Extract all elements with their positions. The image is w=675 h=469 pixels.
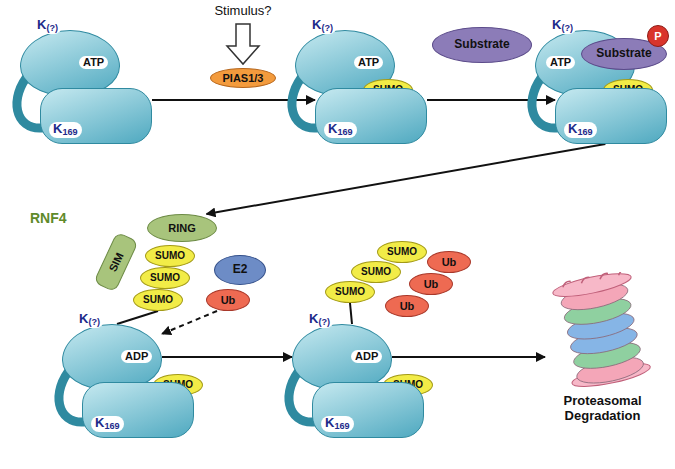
kinase-c-lobe: K169 [82, 382, 194, 438]
protein-name: Substrate [596, 47, 651, 61]
protein-oval: SUMO [145, 245, 195, 267]
lysine-label: K169 [324, 122, 357, 138]
lysine-label: K169 [49, 122, 82, 138]
outcome-label: Proteasomal Degradation [545, 394, 660, 424]
phospho-circle: P [647, 25, 669, 47]
lysine-label: K169 [564, 122, 597, 138]
proteasome-cap [551, 272, 633, 301]
protein-oval: PIAS1/3 [210, 68, 276, 88]
process-arrow [350, 303, 352, 324]
process-arrow [207, 144, 606, 214]
sim-domain: SIM [93, 232, 138, 293]
protein-name: SUMO [387, 246, 417, 258]
lysine-label: K169 [91, 416, 124, 432]
protein-name: SUMO [335, 286, 365, 298]
protein-oval: SUMO [133, 289, 183, 311]
dashed-arrow [162, 311, 217, 334]
protein-oval: SUMO [325, 281, 375, 303]
protein-oval: Substrate [432, 27, 532, 63]
proteasome: Proteasomal Degradation [545, 272, 660, 424]
protein-oval: Ub [385, 295, 429, 317]
protein-name: Ub [400, 300, 415, 313]
protein-name: P [654, 30, 661, 43]
nucleotide-label: ADP [351, 350, 382, 363]
proteasome-tendril [580, 277, 590, 283]
protein-oval: SUMO [140, 267, 190, 289]
protein-oval: SUMO [377, 241, 427, 263]
protein-name: SUMO [143, 294, 173, 306]
kinase-c-lobe: K169 [312, 382, 424, 438]
kinase-n-lobe: K(?)ATP [20, 30, 120, 96]
complex-label: RNF4 [30, 210, 67, 226]
kinase-linkers [17, 73, 557, 422]
kinase-c-lobe: K169 [555, 88, 667, 144]
lysine-label: K(?) [548, 18, 577, 34]
protein-name: Ub [424, 278, 439, 291]
lysine-label: K(?) [308, 18, 337, 34]
lysine-label: K169 [321, 416, 354, 432]
protein-oval: Ub [206, 289, 250, 311]
protein-name: PIAS1/3 [223, 72, 264, 85]
lysine-label: K(?) [75, 312, 104, 328]
nucleotide-label: ATP [354, 56, 383, 69]
nucleotide-label: ATP [546, 56, 575, 69]
proteasome-drawing [545, 272, 660, 390]
protein-name: SUMO [361, 266, 391, 278]
stimulus-arrow [227, 24, 259, 64]
proteasome-tendril [599, 273, 609, 279]
protein-name: RING [168, 222, 196, 235]
protein-oval: Ub [427, 251, 471, 273]
process-arrow [162, 356, 292, 358]
lysine-label: K(?) [305, 312, 334, 328]
kinase-c-lobe: K169 [315, 88, 427, 144]
kinase-c-lobe: K169 [40, 88, 152, 144]
protein-name: E2 [233, 263, 248, 277]
lysine-label: K(?) [33, 18, 62, 34]
kinase-n-lobe: K(?)ADP [292, 324, 392, 390]
nucleotide-label: ATP [79, 56, 108, 69]
protein-name: SIM [106, 250, 126, 273]
protein-name: SUMO [155, 250, 185, 262]
proteasome-tendril [562, 281, 572, 287]
protein-name: Ub [221, 294, 236, 307]
protein-name: SUMO [150, 272, 180, 284]
process-arrow [392, 356, 545, 358]
protein-oval: RING [147, 214, 217, 242]
kinase-n-lobe: K(?)ADP [62, 324, 162, 390]
protein-oval: SUMO [351, 261, 401, 283]
protein-name: Substrate [454, 38, 509, 52]
protein-name: Ub [442, 256, 457, 269]
stimulus-label: Stimulus? [214, 4, 271, 19]
protein-oval: Ub [409, 273, 453, 295]
protein-oval: E2 [214, 255, 266, 285]
proteasome-tendril [618, 272, 628, 275]
process-arrow [117, 311, 158, 324]
nucleotide-label: ADP [121, 350, 152, 363]
